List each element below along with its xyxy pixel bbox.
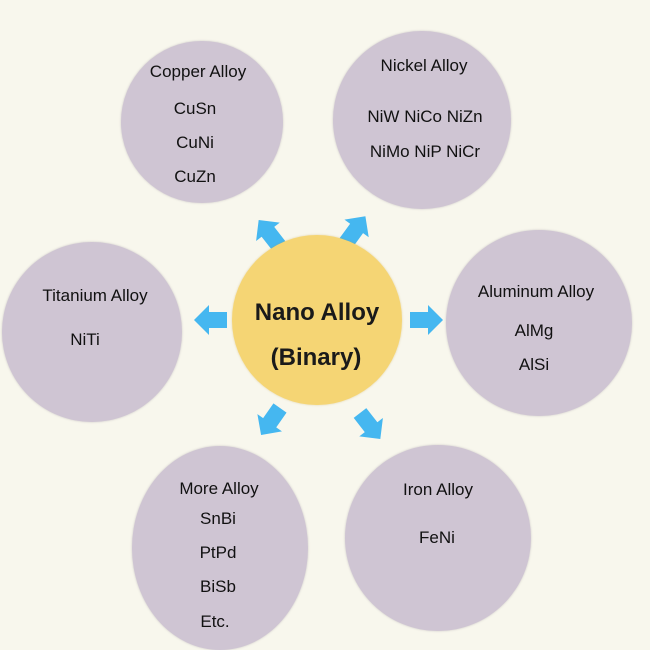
aluminum-alloy-item: AlMg [514, 321, 554, 340]
more-alloy-item: PtPd [199, 543, 237, 562]
titanium-alloy-item: NiTi [70, 330, 100, 349]
titanium-alloy-title: Titanium Alloy [42, 286, 148, 305]
copper-alloy-title: Copper Alloy [149, 62, 247, 81]
copper-alloy-circle [121, 41, 283, 203]
more-alloy-item: Etc. [200, 612, 230, 631]
nickel-alloy-item: NiW NiCo NiZn [367, 107, 483, 126]
arrow-to-titanium [194, 305, 227, 335]
center-subtitle: (Binary) [270, 344, 362, 371]
aluminum-alloy-circle [446, 230, 632, 416]
iron-alloy-title: Iron Alloy [403, 480, 473, 499]
copper-alloy-item: CuSn [173, 99, 217, 118]
nickel-alloy-title: Nickel Alloy [380, 56, 468, 75]
arrow-to-aluminum [410, 305, 443, 335]
aluminum-alloy-item: AlSi [518, 355, 550, 374]
titanium-alloy-circle [2, 242, 182, 422]
more-alloy-item: BiSb [200, 577, 236, 596]
iron-alloy-item: FeNi [419, 528, 455, 547]
copper-alloy-item: CuZn [174, 167, 216, 186]
center-title: Nano Alloy [254, 299, 380, 326]
more-alloy-circle [132, 446, 308, 650]
arrow-to-more [257, 403, 287, 436]
iron-alloy-circle [345, 445, 531, 631]
nano-alloy-center-circle [232, 235, 402, 405]
arrow-to-iron [353, 408, 383, 440]
aluminum-alloy-title: Aluminum Alloy [477, 282, 595, 301]
more-alloy-title: More Alloy [179, 479, 259, 498]
copper-alloy-item: CuNi [176, 133, 214, 152]
nickel-alloy-circle [333, 31, 511, 209]
more-alloy-item: SnBi [200, 509, 236, 528]
nickel-alloy-item: NiMo NiP NiCr [369, 142, 481, 161]
